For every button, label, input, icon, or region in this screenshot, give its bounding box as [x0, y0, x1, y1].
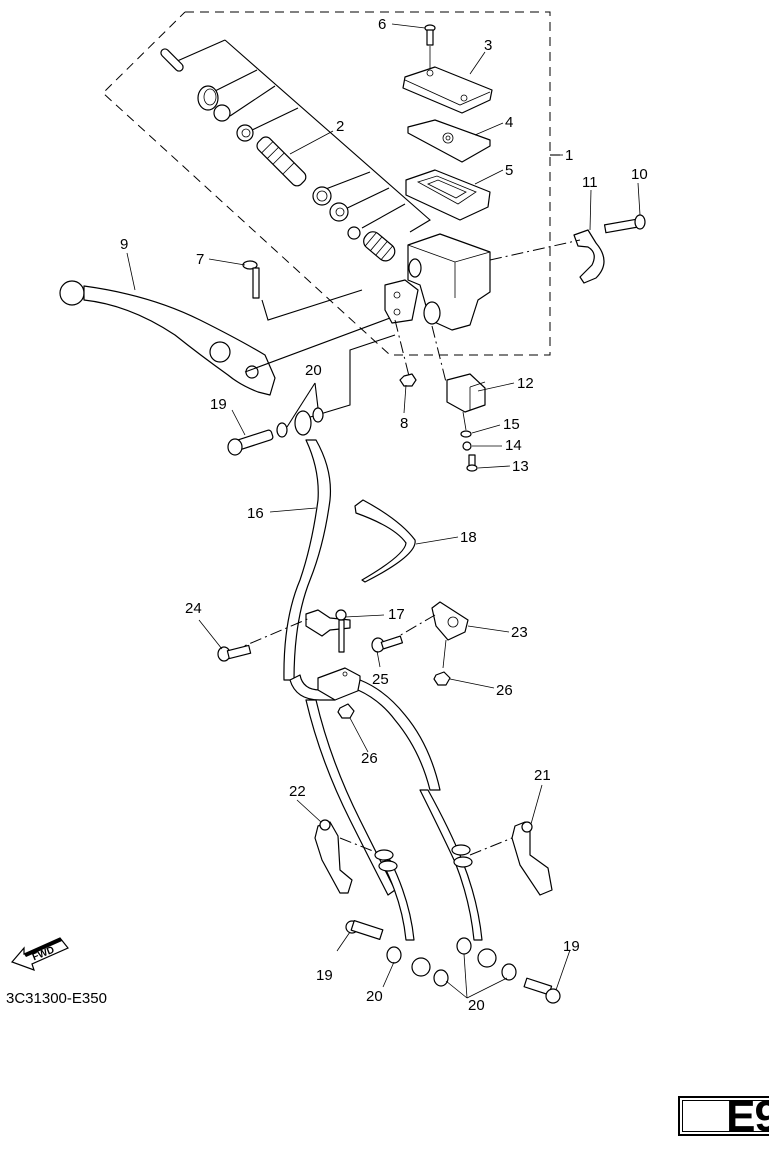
- holder-part: [489, 214, 646, 284]
- callout-14: 14: [505, 437, 522, 454]
- hose-guide-21-part: [469, 821, 553, 896]
- callout-25: 25: [372, 671, 389, 688]
- lower-washer-c: [456, 937, 472, 955]
- callout-16: 16: [247, 505, 264, 522]
- lower-right-union-bolt: [523, 977, 561, 1004]
- hose-holder-part: [229, 609, 351, 653]
- callout-7: 7: [196, 251, 204, 268]
- spring-washer-14-part: [462, 441, 472, 451]
- right-lower-hose: [419, 789, 483, 941]
- nut-26-right-part: [433, 671, 451, 686]
- callout-4: 4: [505, 114, 513, 131]
- callout-20-upper: 20: [305, 362, 322, 379]
- upper-union-bolt-part: [227, 429, 274, 456]
- callout-26-right: 26: [496, 682, 513, 699]
- callout-17: 17: [388, 606, 405, 623]
- bolt-24-part: [217, 644, 252, 662]
- callout-2: 2: [336, 118, 344, 135]
- left-lower-hose: [305, 699, 396, 896]
- screw-13-part: [466, 454, 478, 472]
- brake-light-switch-part: [446, 373, 486, 413]
- callout-leaders: [126, 23, 641, 999]
- callout-19-lower-left: 19: [316, 967, 333, 984]
- callout-12: 12: [517, 375, 534, 392]
- fwd-text: FWD: [31, 945, 56, 964]
- cable-tie-part: [354, 499, 416, 583]
- callout-13: 13: [512, 458, 529, 475]
- diaphragm-plate-part: [407, 119, 491, 163]
- brake-hose-part: [283, 439, 332, 681]
- callout-26-center: 26: [361, 750, 378, 767]
- hose-junction-part: [317, 667, 441, 791]
- washer-15-part: [460, 430, 472, 438]
- lower-washer-a: [386, 946, 402, 964]
- bracket-23-part: [431, 601, 469, 641]
- callout-23: 23: [511, 624, 528, 641]
- lower-left-union-bolt: [345, 920, 384, 940]
- page-label-box: E9: [678, 1092, 769, 1141]
- callout-19-lower-right: 19: [563, 938, 580, 955]
- callout-22: 22: [289, 783, 306, 800]
- master-cylinder-body: [384, 233, 491, 331]
- lower-washer-d: [501, 963, 517, 981]
- brake-lever-part: [59, 280, 276, 396]
- callout-1: 1: [565, 147, 573, 164]
- page-label: E9: [726, 1092, 769, 1141]
- nut-26-center-part: [337, 703, 355, 719]
- hose-guide-22-part: [314, 819, 379, 894]
- callout-labels: 1 2 3 4 5 6 7 8 9 10 11 12 13 14 15 16 1…: [120, 16, 648, 1014]
- cap-screw-part: [424, 24, 436, 72]
- callout-20-lower-right: 20: [468, 997, 485, 1014]
- callout-9: 9: [120, 236, 128, 253]
- callout-8: 8: [400, 415, 408, 432]
- diaphragm-part: [405, 169, 491, 221]
- callout-20-lower-left: 20: [366, 988, 383, 1005]
- callout-15: 15: [503, 416, 520, 433]
- callout-11: 11: [582, 174, 598, 191]
- bolt-25-part: [371, 635, 404, 653]
- callout-5: 5: [505, 162, 513, 179]
- master-cylinder-kit: [160, 39, 431, 262]
- callout-24: 24: [185, 600, 202, 617]
- callout-10: 10: [631, 166, 648, 183]
- lower-washer-b: [433, 969, 449, 987]
- callout-19-upper: 19: [210, 396, 227, 413]
- assembly-boundary: [102, 11, 551, 356]
- pivot-bolt-part: [242, 260, 363, 321]
- drawing-code: 3C31300-E350: [6, 990, 107, 1007]
- nut-part: [399, 373, 417, 387]
- callout-18: 18: [460, 529, 477, 546]
- reservoir-cap-part: [402, 66, 493, 114]
- upper-washer-b: [312, 407, 324, 423]
- upper-washer-a: [276, 422, 288, 438]
- callout-6: 6: [378, 16, 386, 33]
- callout-21: 21: [534, 767, 551, 784]
- fwd-arrow-icon: FWD: [10, 937, 69, 971]
- callout-3: 3: [484, 37, 492, 54]
